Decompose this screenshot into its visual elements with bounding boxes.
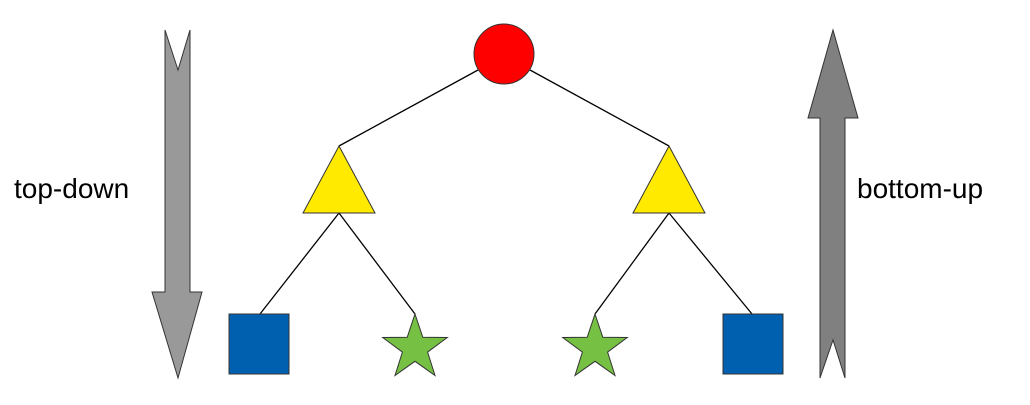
- bottom-up-label: bottom-up: [857, 173, 983, 204]
- top-down-label: top-down: [14, 173, 129, 204]
- edge-root-left-triangle: [338, 69, 479, 147]
- edge-left-triangle-star: [338, 212, 416, 315]
- left-triangle-node: [302, 144, 376, 214]
- right-star-node: [561, 312, 629, 377]
- edge-right-triangle-star: [594, 212, 670, 315]
- bottom-up-arrow: [807, 28, 859, 379]
- right-square-node: [722, 313, 784, 375]
- edge-right-triangle-square: [668, 212, 753, 315]
- root-circle-node: [473, 23, 535, 85]
- tree-edges: [259, 69, 753, 315]
- left-square-node: [228, 313, 290, 375]
- edge-root-right-triangle: [529, 69, 670, 147]
- edge-left-triangle-square: [259, 212, 340, 315]
- top-down-arrow: [151, 29, 203, 380]
- left-star-node: [381, 312, 449, 377]
- right-triangle-node: [632, 144, 706, 214]
